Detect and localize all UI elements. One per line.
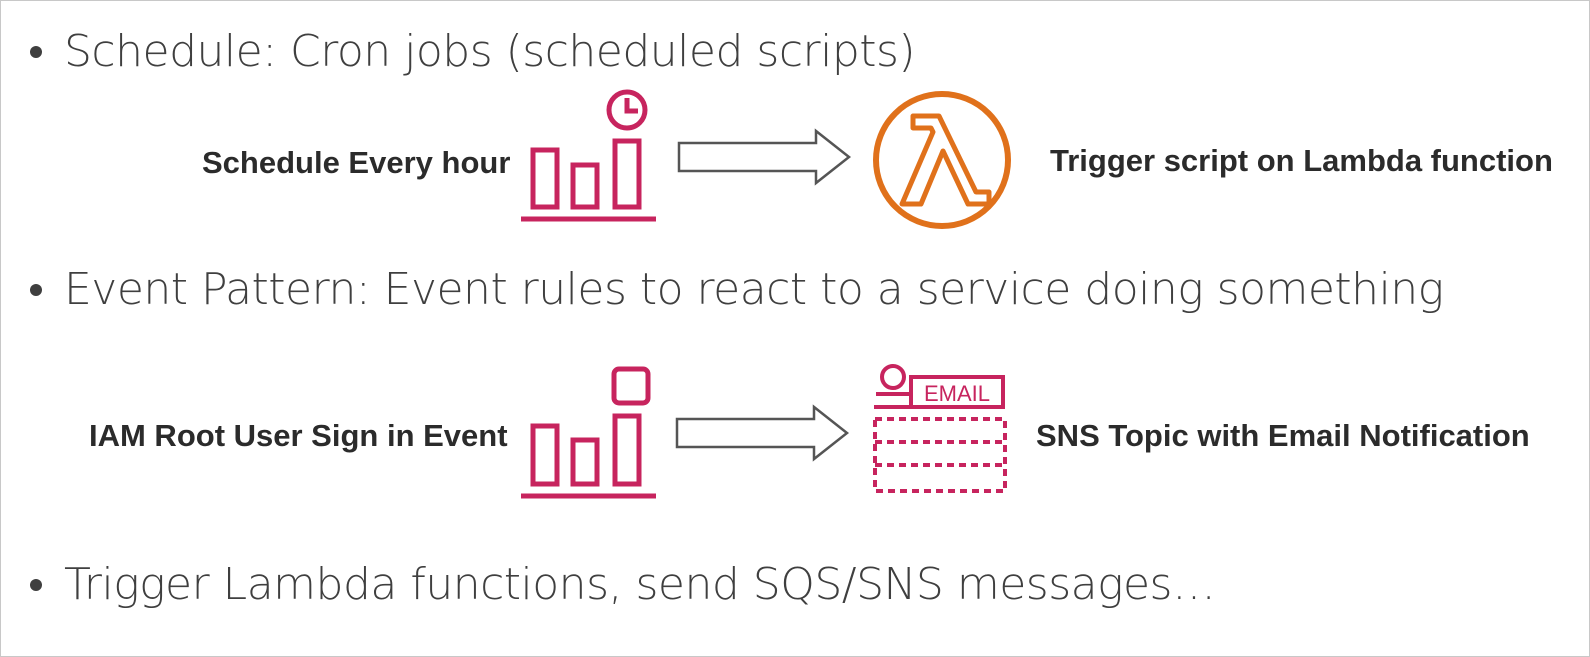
bullet-text: Event Pattern: Event rules to react to a… (64, 264, 1444, 315)
eventbridge-schedule-icon (521, 89, 656, 222)
event-source-label: IAM Root User Sign in Event (89, 418, 508, 453)
event-right-arrow-icon (675, 404, 850, 462)
bullet-trigger: Trigger Lambda functions, send SQS/SNS m… (30, 559, 1216, 610)
bullet-dot (30, 579, 42, 591)
sns-email-icon: EMAIL (873, 364, 1007, 493)
eventbridge-event-icon (521, 366, 656, 499)
bullet-text: Schedule: Cron jobs (scheduled scripts) (64, 26, 916, 77)
email-badge: EMAIL (924, 381, 990, 406)
bullet-dot (30, 284, 42, 296)
bullet-schedule: Schedule: Cron jobs (scheduled scripts) (30, 26, 916, 77)
schedule-right-arrow-icon (677, 128, 852, 186)
bullet-dot (30, 46, 42, 58)
schedule-target-label: Trigger script on Lambda function (1050, 143, 1553, 178)
bullet-text: Trigger Lambda functions, send SQS/SNS m… (64, 559, 1216, 610)
bullet-event-pattern: Event Pattern: Event rules to react to a… (30, 268, 1444, 312)
lambda-icon (873, 91, 1011, 229)
schedule-source-label: Schedule Every hour (202, 145, 511, 180)
event-target-label: SNS Topic with Email Notification (1036, 418, 1530, 453)
